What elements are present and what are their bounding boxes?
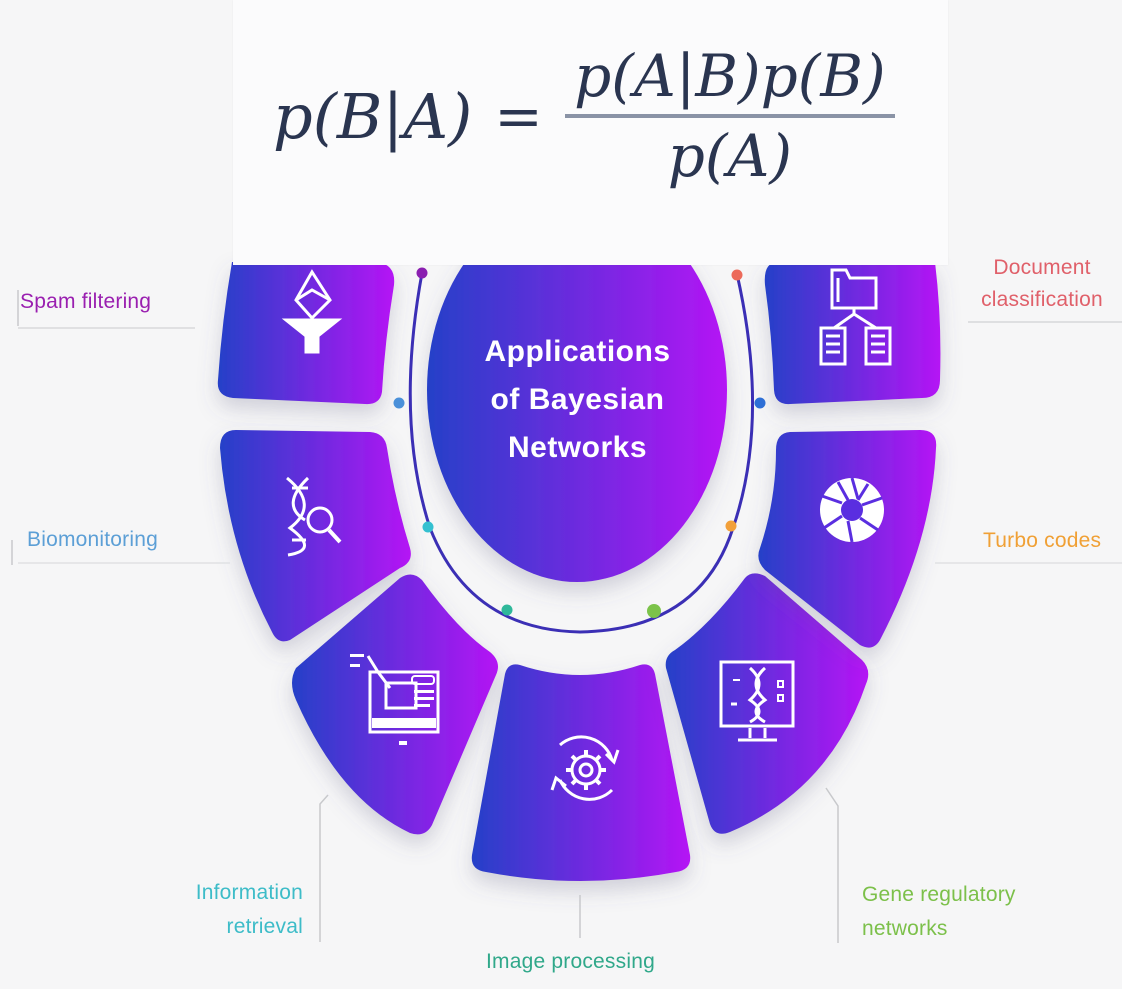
center-circle — [427, 198, 727, 582]
label-turbo-codes: Turbo codes — [983, 529, 1102, 552]
label-document-classification: Document classification — [962, 252, 1122, 316]
label-line: networks — [862, 917, 948, 940]
folder-hierarchy-icon — [819, 268, 892, 366]
label-biomonitoring: Biomonitoring — [27, 528, 158, 551]
gear-cycle-icon — [550, 735, 620, 801]
dot-doc-mid — [754, 397, 766, 409]
dot-bio — [393, 397, 405, 409]
label-image-processing: Image processing — [486, 950, 655, 973]
dot-doc — [731, 269, 743, 281]
formula-numerator: p(A|B)p(B) — [574, 42, 886, 110]
formula-lhs: p(B|A) — [273, 79, 473, 153]
dot-turbo — [725, 520, 737, 532]
label-gene-regulatory-networks: Gene regulatory networks — [862, 878, 1016, 946]
leader-info — [319, 794, 329, 942]
center-title-line: Networks — [507, 431, 648, 464]
label-line: Information — [195, 881, 303, 904]
label-line: classification — [981, 288, 1103, 311]
segment-gene-regulatory-networks — [665, 573, 869, 834]
segment-biomonitoring — [220, 430, 411, 642]
bayes-formula-panel: p(B|A) = p(A|B)p(B) p(A) — [233, 0, 948, 265]
segment-information-retrieval — [292, 574, 498, 835]
label-spam-filtering: Spam filtering — [20, 290, 152, 313]
label-line: retrieval — [226, 915, 303, 938]
dot-spam — [416, 267, 428, 279]
dot-image — [501, 604, 513, 616]
center-title: Applications of Bayesian Networks — [455, 328, 700, 472]
formula-equals: = — [494, 82, 543, 150]
bayes-formula: p(B|A) = p(A|B)p(B) p(A) — [273, 40, 895, 192]
monitor-robot-arm-icon — [350, 654, 440, 745]
formula-fraction: p(A|B)p(B) p(A) — [564, 40, 895, 192]
label-line: Document — [993, 256, 1091, 279]
aperture-icon — [820, 477, 884, 543]
leader-gene — [825, 787, 839, 943]
label-information-retrieval: Information retrieval — [160, 876, 303, 944]
funnel-mail-icon — [281, 269, 343, 354]
label-line: Gene regulatory — [862, 883, 1016, 906]
fraction-bar — [564, 114, 895, 118]
dna-monitor-icon — [719, 660, 795, 742]
formula-denominator: p(A) — [667, 122, 793, 190]
connector-arc — [408, 272, 755, 634]
dna-search-icon — [286, 476, 342, 557]
dot-info — [422, 521, 434, 533]
center-title-line: of Bayesian — [490, 383, 665, 416]
dot-gene — [647, 604, 661, 618]
center-title-line: Applications — [484, 335, 671, 368]
segment-document-classification — [764, 262, 941, 405]
